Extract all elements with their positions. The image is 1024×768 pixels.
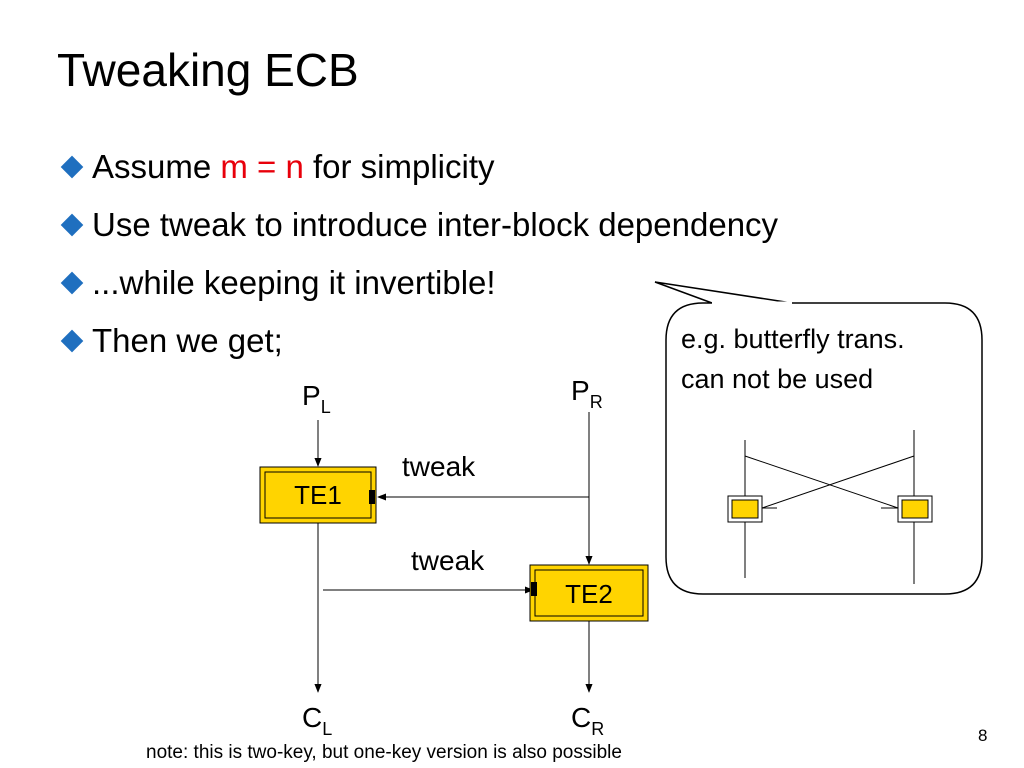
bullet-item: ...while keeping it invertible!: [58, 254, 778, 312]
page-number: 8: [978, 726, 988, 745]
bullet-item: Use tweak to introduce inter-block depen…: [58, 196, 778, 254]
footnote: note: this is two-key, but one-key versi…: [146, 742, 622, 763]
output-right-label: CR: [571, 702, 604, 739]
te1-block: TE1: [259, 466, 377, 524]
slide-title: Tweaking ECB: [57, 44, 359, 96]
te1-label: TE1: [294, 480, 342, 510]
te2-label: TE2: [565, 579, 613, 609]
butterfly-diagram: [727, 430, 933, 584]
input-right-label: PR: [571, 375, 603, 412]
bullet-item: Then we get;: [58, 312, 778, 370]
tweak-label-1: tweak: [402, 451, 476, 482]
bullet-text: Assume m = n for simplicity: [92, 147, 495, 187]
callout-line-2: can not be used: [681, 364, 873, 394]
bullet-list: Assume m = n for simplicity Use tweak to…: [58, 138, 778, 370]
te2-block: TE2: [529, 564, 649, 622]
input-left-label: PL: [302, 380, 331, 417]
bullet-text: Use tweak to introduce inter-block depen…: [92, 206, 779, 243]
bullet-item: Assume m = n for simplicity: [58, 138, 778, 196]
bullet-text: ...while keeping it invertible!: [92, 264, 496, 301]
tweak-label-2: tweak: [411, 545, 485, 576]
equation-m-equals-n: m = n: [220, 148, 304, 185]
callout-line-1: e.g. butterfly trans.: [681, 324, 905, 354]
output-left-label: CL: [302, 702, 332, 739]
bullet-text: Then we get;: [92, 322, 283, 359]
bullet-text-part: for simplicity: [303, 148, 495, 185]
bullet-text-part: Assume: [92, 148, 221, 185]
